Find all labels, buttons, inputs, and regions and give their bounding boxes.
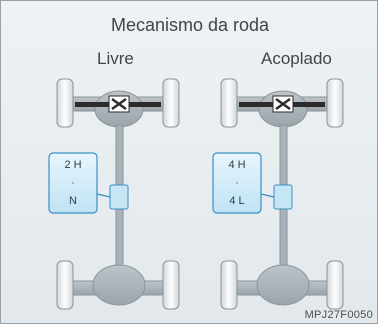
lever-box-right	[212, 152, 262, 214]
mode-label-engaged: Acoplado	[261, 49, 332, 68]
rear-axle-right	[220, 260, 344, 310]
lever-right-pos-low: 4 L	[229, 195, 245, 207]
lever-left-pos-dot: ·	[71, 177, 75, 189]
vehicle-right	[219, 77, 345, 310]
figure-code: MPJ27F0050	[304, 309, 373, 321]
lever-left-pos-neutral: N	[69, 195, 77, 207]
vehicle-left	[55, 77, 181, 310]
lever-right-pos-high: 4 H	[228, 159, 246, 171]
rear-axle-left	[56, 260, 180, 310]
lever-box-left	[48, 152, 98, 214]
front-axle-left	[55, 77, 181, 129]
lever-left-pos-high: 2 H	[64, 159, 82, 171]
diagram-title: Mecanismo da roda	[110, 15, 270, 35]
mode-label-free: Livre	[97, 49, 134, 68]
lever-right-pos-dot: ·	[235, 177, 239, 189]
front-axle-right	[219, 77, 345, 129]
